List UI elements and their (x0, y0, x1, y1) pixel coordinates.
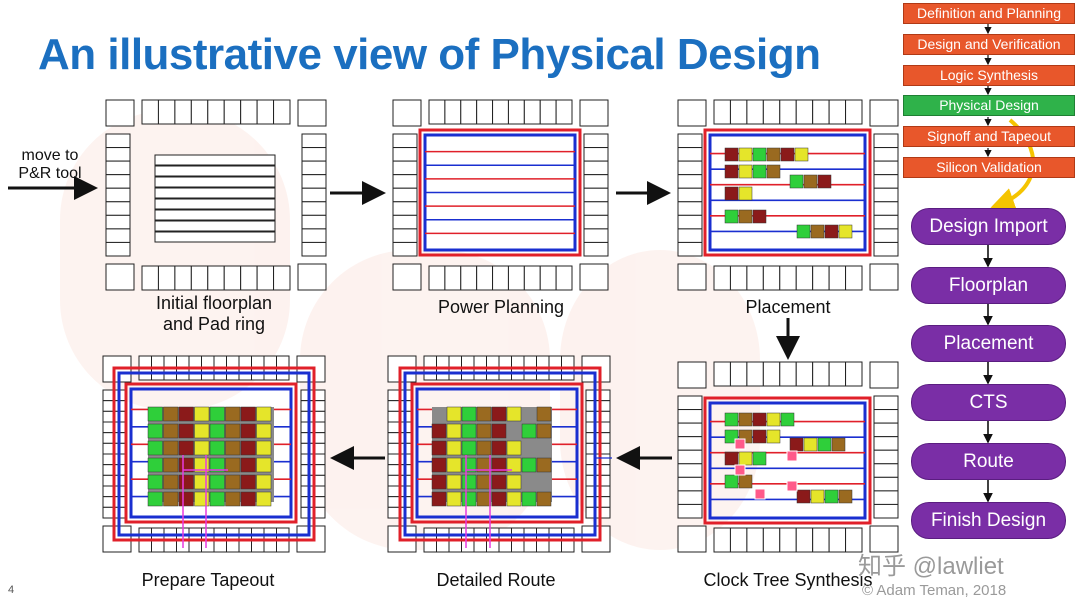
caption-detailed-route: Detailed Route (436, 570, 556, 590)
move-to-pr-label: move to P&R tool (8, 147, 92, 183)
copyright: © Adam Teman, 2018 (862, 582, 1007, 599)
stage-physical-design: Physical Design (903, 95, 1075, 116)
step-finish-design: Finish Design (911, 502, 1066, 539)
step-route: Route (911, 443, 1066, 480)
stage-design-and-verification: Design and Verification (903, 34, 1075, 55)
chip-initial-floorplan (105, 99, 327, 291)
caption-prepare-tapeout: Prepare Tapeout (141, 570, 275, 590)
slide-title: An illustrative view of Physical Design (38, 30, 821, 79)
move-label-line-1: move to (21, 147, 79, 164)
slide-number: 4 (8, 584, 15, 596)
chip-detailed-route (387, 355, 612, 553)
caption-placement: Placement (745, 297, 831, 317)
move-label-line-2: P&R tool (18, 165, 82, 182)
watermark: 知乎 @lawliet (858, 553, 1004, 580)
chip-placement (677, 99, 899, 291)
caption-initial-line-2: and Pad ring (162, 314, 266, 334)
stage-definition-and-planning: Definition and Planning (903, 3, 1075, 24)
caption-initial-floorplan: Initial floorplan and Pad ring (104, 293, 324, 335)
stage-signoff-and-tapeout: Signoff and Tapeout (903, 126, 1075, 147)
step-placement: Placement (911, 325, 1066, 362)
chip-clock-tree-synthesis (677, 361, 899, 553)
stage-logic-synthesis: Logic Synthesis (903, 65, 1075, 86)
caption-initial-line-1: Initial floorplan (155, 293, 273, 313)
chip-prepare-tapeout (102, 355, 326, 553)
step-design-import: Design Import (911, 208, 1066, 245)
stage-silicon-validation: Silicon Validation (903, 157, 1075, 178)
step-floorplan: Floorplan (911, 267, 1066, 304)
flow-arrows (8, 176, 800, 470)
caption-clock-tree-synthesis: Clock Tree Synthesis (703, 570, 873, 590)
chip-power-planning (392, 99, 609, 291)
caption-power-planning: Power Planning (437, 297, 565, 317)
step-cts: CTS (911, 384, 1066, 421)
